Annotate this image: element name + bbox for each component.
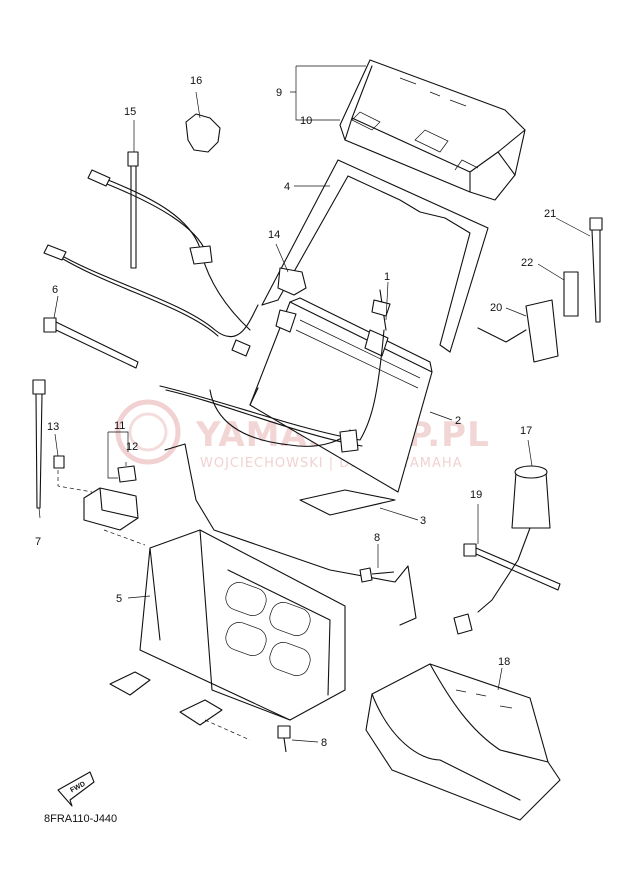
battery	[249, 297, 433, 493]
cable-tie-15	[127, 151, 139, 269]
callout-13: 13	[47, 421, 59, 433]
cable-tie-21	[589, 217, 603, 323]
callouts: 1 2 3 4 5 6 7 8 8 9 10 11 12 13 14 15 16…	[35, 75, 556, 749]
battery-cables	[43, 169, 391, 453]
callout-17: 17	[520, 425, 532, 437]
relay-assembly	[53, 455, 146, 546]
switch-20	[477, 299, 559, 363]
bolt-8-lower	[277, 725, 291, 753]
callout-4: 4	[284, 181, 290, 193]
cable-tie-7	[32, 379, 46, 509]
callout-2: 2	[455, 415, 461, 427]
callout-19: 19	[470, 489, 482, 501]
holder	[185, 113, 221, 153]
clamp	[277, 267, 307, 296]
callout-8-lower: 8	[321, 737, 327, 749]
diagram-code: 8FRA110-J440	[44, 813, 117, 825]
callout-12: 12	[126, 441, 138, 453]
watermark-subtitle: WOJCIECHOWSKI | DEALER YAMAHA	[200, 456, 463, 471]
callout-15: 15	[124, 106, 136, 118]
callout-5: 5	[116, 593, 122, 605]
callout-9: 9	[276, 87, 282, 99]
callout-22: 22	[521, 257, 533, 269]
battery-band	[261, 159, 489, 353]
battery-cover	[339, 59, 526, 201]
battery-box	[109, 443, 417, 741]
callout-6: 6	[52, 284, 58, 296]
callout-11: 11	[114, 420, 125, 432]
callout-18: 18	[498, 656, 510, 668]
callout-10: 10	[300, 115, 312, 127]
harness-19	[453, 543, 561, 635]
bolt-8-upper	[359, 567, 395, 583]
callout-14: 14	[268, 229, 280, 241]
callout-1: 1	[384, 271, 390, 283]
battery-pad	[299, 489, 396, 516]
fwd-arrow: FWD	[57, 771, 95, 807]
callout-16: 16	[190, 75, 202, 87]
cover-18	[365, 663, 561, 821]
dc-socket	[477, 465, 551, 613]
cable-tie-6	[43, 317, 139, 369]
callout-3: 3	[420, 515, 426, 527]
callout-8-upper: 8	[374, 532, 380, 544]
callout-20: 20	[490, 302, 502, 314]
callout-21: 21	[544, 208, 556, 220]
callout-7: 7	[35, 536, 41, 548]
pad-22	[563, 271, 579, 317]
leader-lines	[38, 65, 591, 743]
